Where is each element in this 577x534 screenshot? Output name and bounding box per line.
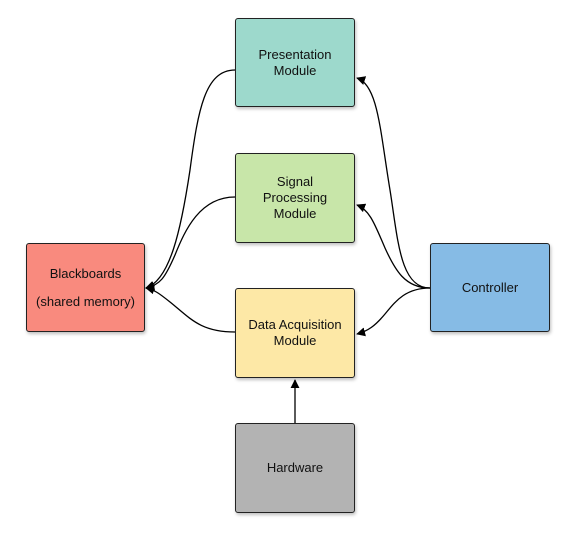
- data-acquisition-label-line1: Data Acquisition: [248, 317, 342, 332]
- signal-processing-label-line1: Signal: [276, 174, 314, 189]
- edge-controller-to-signal: [356, 203, 431, 289]
- hardware-box: Hardware: [235, 423, 355, 513]
- edge-daq-to-blackboards: [145, 285, 236, 333]
- controller-box: Controller: [430, 243, 550, 332]
- presentation-module-label-line2: Module: [273, 62, 317, 78]
- data-acquisition-module-box: Data Acquisition Module: [235, 288, 355, 378]
- edge-presentation-to-blackboards: [145, 69, 236, 290]
- blackboards-box: Blackboards (shared memory): [26, 243, 145, 332]
- presentation-module-label-line1: Presentation: [258, 46, 332, 62]
- signal-processing-label-line2: Processing: [262, 190, 328, 205]
- edge-controller-to-presentation: [356, 76, 431, 289]
- signal-processing-label-line3: Module: [273, 206, 317, 221]
- blackboards-label-line2: (shared memory): [36, 293, 135, 309]
- hardware-label: Hardware: [266, 460, 324, 475]
- presentation-module-box: Presentation Module: [235, 18, 355, 107]
- signal-processing-module-box: Signal Processing Module: [235, 153, 355, 243]
- controller-label: Controller: [461, 279, 519, 295]
- blackboards-label-line1: Blackboards: [49, 265, 122, 281]
- data-acquisition-label-line2: Module: [273, 333, 317, 348]
- edge-signal-to-blackboards: [145, 196, 236, 291]
- edge-controller-to-daq: [356, 287, 431, 337]
